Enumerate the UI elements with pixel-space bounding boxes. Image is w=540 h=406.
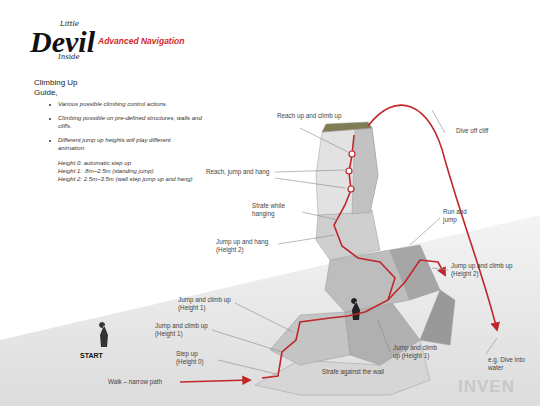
note-text: Height 0: automatic step up [58,160,208,168]
callout-label: Jump and climb up (Height 1) [155,322,211,338]
callout-label: Reach up and climb up [277,112,349,120]
bullet-text: Climbing possible on pre-defined structu… [58,115,208,130]
slide-title: Advanced Navigation [98,36,184,47]
callout-label: Strafe against the wall [322,368,384,376]
callout-label: Jump and climb up (Height 1) [393,344,443,360]
watermark: INVEN [458,376,515,397]
callout-label: Jump up and climb up (Height 2) [451,262,513,278]
callout-label: Jump and climb up (Height 1) [178,296,234,312]
callout-label: Reach, jump and hang [206,168,272,176]
logo-text: Devil [30,27,95,57]
callout-label: Dive off cliff [456,127,496,135]
note-text: Height 1: .8m~2.5m (standing jump) [58,168,208,176]
note-text: Height 2: 2.5m~3.5m (wall step jump up a… [58,176,198,184]
callout-label: Run and jump [443,208,477,224]
bullet-text: Different jump up heights will play diff… [58,137,198,152]
callout-label: Walk – narrow path [108,378,162,386]
callout-label: Step up (Height 0) [176,350,218,366]
callout-label: e.g. Dive into water [488,356,536,372]
section-heading: Climbing Up Guide, [34,78,92,97]
callout-label: Jump up and hang (Height 2) [216,238,276,254]
start-label: START [80,352,103,361]
callout-label: Strafe while hanging [252,202,302,218]
logo-text: Inside [58,53,80,62]
bullet-text: Various possible climbing control action… [58,101,208,109]
